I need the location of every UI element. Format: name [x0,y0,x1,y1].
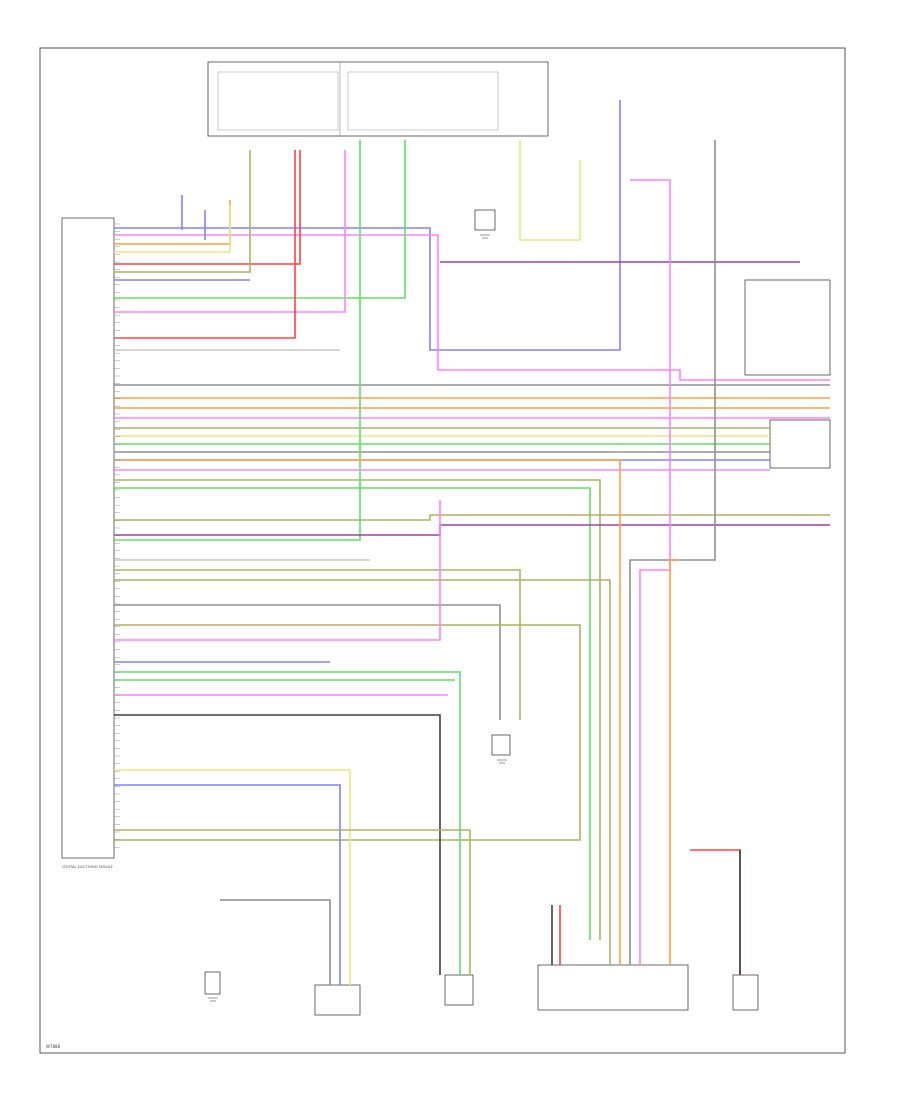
wire-olive-5 [114,150,251,273]
wire-green-25 [114,140,361,541]
bottom-module-2 [444,974,474,1006]
mid-relay-small [491,734,511,756]
wire-pink-8 [114,150,346,313]
wire-olive-39 [114,829,471,975]
bottom-sensor-1 [204,971,221,995]
bottom-module-4 [732,974,759,1011]
wire-orange-41 [114,459,621,965]
wire-purple-27 [114,524,830,536]
wire-olive-28 [114,569,521,720]
top-relay-small [474,209,496,231]
diagram-frame [39,47,846,1054]
right-relay-block [744,279,831,376]
wire-yellow-37 [114,769,351,985]
top-switch-block [207,61,549,137]
wire-red-9 [114,150,296,339]
wire-olive-23 [114,479,601,940]
ground-symbols [208,234,507,1002]
wire-dark-36 [114,714,441,975]
bottom-left-label: CENTRAL ELECTRONIC MODULE [62,865,113,869]
wire-green-24 [114,487,591,940]
wire-group [114,100,830,985]
bottom-module-1 [314,984,361,1016]
wire-green-33 [114,671,461,975]
wire-yellow-12 [519,140,581,241]
wire-gray-29 [114,604,501,720]
wire-blue-38 [114,784,341,985]
wire-green-7 [114,140,406,299]
wire-gray-47 [220,899,331,985]
wire-gray-42 [629,140,716,965]
wire-pink-1 [114,234,830,381]
wire-pink-40 [630,179,671,965]
wire-olive-26 [114,514,830,521]
wire-olive-43 [114,579,611,965]
wire-yellow-3 [114,205,231,253]
bottom-module-3 [537,964,689,1011]
wire-orange-44 [669,559,680,965]
right-module-small [769,419,831,469]
footer-code: W7888 [46,1044,61,1049]
wire-red-4 [114,150,301,265]
wire-blue-0 [114,100,621,351]
wire-orange-2 [114,200,231,245]
wire-pink-31 [114,500,441,641]
wire-olive-30 [114,624,581,841]
central-electronic-module [61,217,115,859]
wire-red-45 [690,849,741,975]
